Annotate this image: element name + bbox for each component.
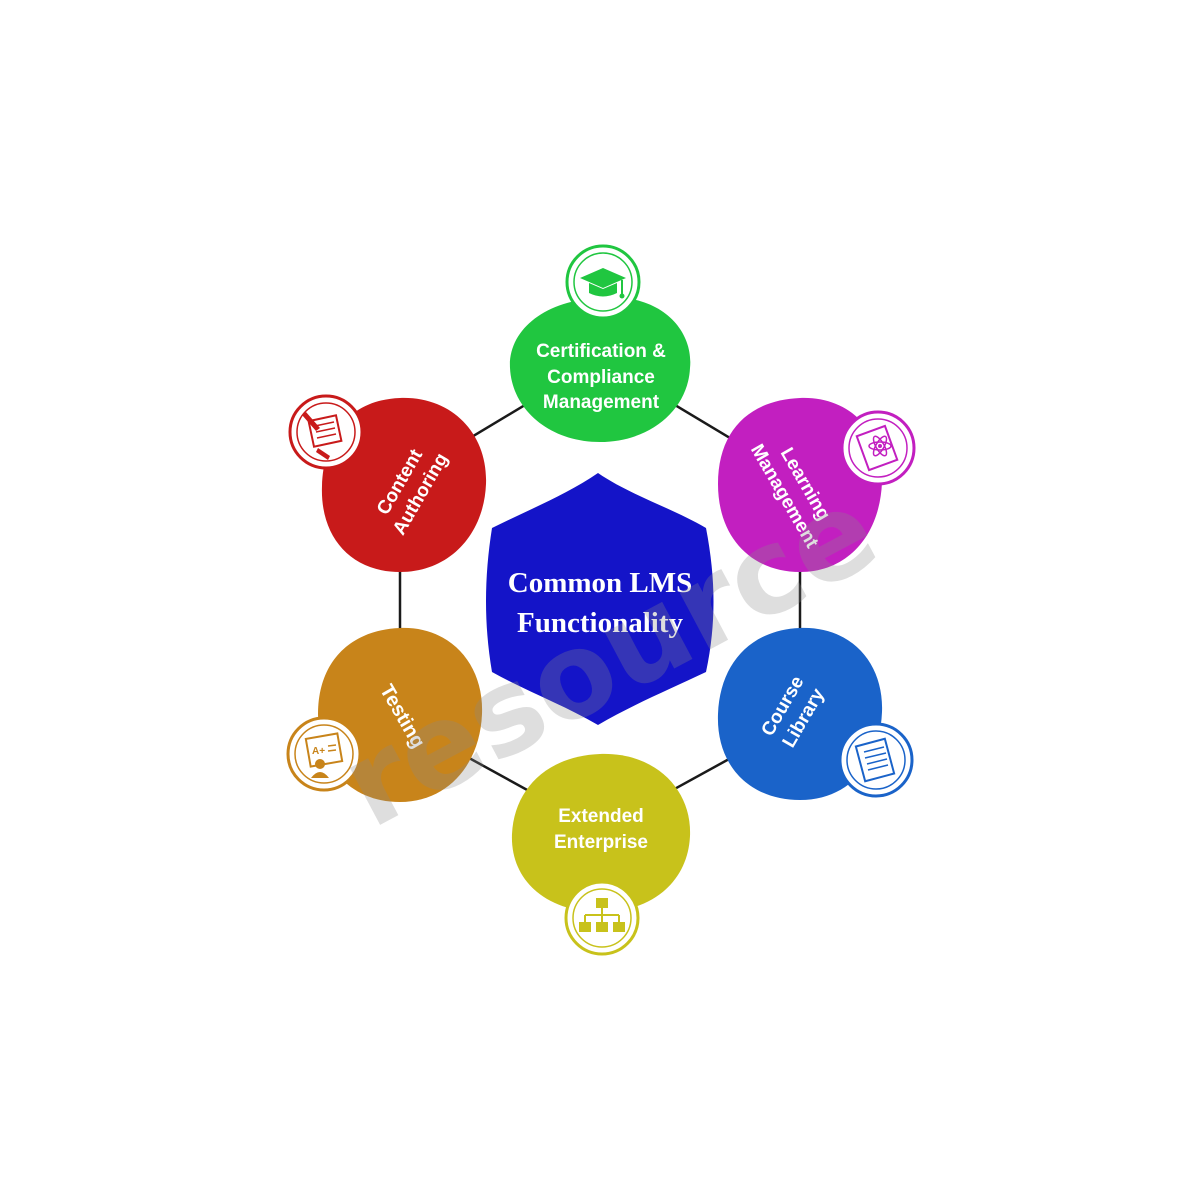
node-content-blob: [321, 397, 487, 572]
node-extended-label-2: Enterprise: [554, 832, 648, 853]
node-certification-label-3: Management: [543, 392, 660, 413]
node-extended-blob: [511, 753, 691, 912]
node-learning: Learning Management: [718, 397, 916, 572]
graduation-cap-icon: [565, 244, 641, 320]
writing-document-icon: [288, 394, 364, 470]
node-certification-label-1: Certification &: [536, 341, 666, 362]
node-certification-label-2: Compliance: [547, 367, 655, 388]
node-extended-label-1: Extended: [558, 806, 644, 827]
hierarchy-icon: [564, 880, 640, 956]
atom-book-icon: [840, 410, 916, 486]
node-course: Course Library: [717, 627, 914, 800]
svg-text:A+: A+: [312, 746, 325, 757]
open-book-icon: [838, 722, 914, 798]
node-content: Content Authoring: [288, 394, 487, 572]
center-hexagon: Common LMS Functionality: [486, 473, 714, 725]
node-extended: Extended Enterprise: [511, 753, 691, 956]
center-title-line1: Common LMS: [508, 567, 692, 599]
node-learning-blob: [718, 397, 883, 572]
node-certification-blob: [509, 297, 691, 442]
center-title-line2: Functionality: [517, 607, 683, 639]
node-testing: Testing A+: [286, 627, 483, 802]
center-hexagon-shape: [486, 473, 714, 725]
node-certification: Certification & Compliance Management: [509, 244, 691, 442]
exam-test-icon: A+: [286, 716, 362, 792]
